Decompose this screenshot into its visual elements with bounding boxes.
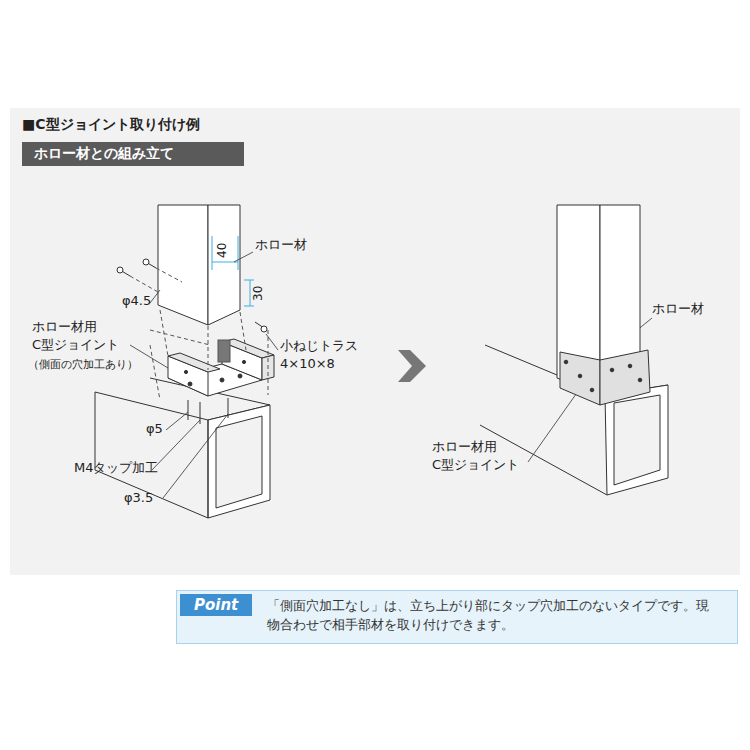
dimension: 30: [250, 286, 266, 301]
point-tag: Point: [180, 594, 252, 616]
tap-note: M4タップ加工: [74, 459, 159, 477]
node-text: ホロー材との組み立て: [34, 145, 232, 163]
note-text: 「側面穴加工なし」は、立ち上がり部にタップ穴加工のないタイプです。現物合わせで相…: [267, 597, 717, 635]
section-band: ホロー材との組み立て: [22, 142, 244, 166]
part-name: ホロー材用 C型ジョイント: [432, 438, 532, 473]
point-note-box: 「側面穴加工なし」は、立ち上がり部にタップ穴加工のないタイプです。現物合わせで相…: [176, 590, 738, 644]
hole-diameter: φ4.5: [122, 292, 151, 310]
hole-diameter: φ5: [146, 420, 163, 438]
dimension: 40: [214, 243, 230, 258]
node-text: Point: [194, 596, 238, 614]
hole-diameter: φ3.5: [124, 489, 153, 507]
title: ■C型ジョイント取り付け例: [22, 115, 200, 134]
part-note: （側面の穴加工あり）: [28, 358, 138, 373]
part-name: ホロー材: [652, 300, 704, 318]
part-name: ホロー材用 C型ジョイント: [32, 318, 132, 353]
screw-spec: 小ねじトラス 4×10×8: [280, 337, 390, 372]
part-name: ホロー材: [255, 236, 307, 254]
